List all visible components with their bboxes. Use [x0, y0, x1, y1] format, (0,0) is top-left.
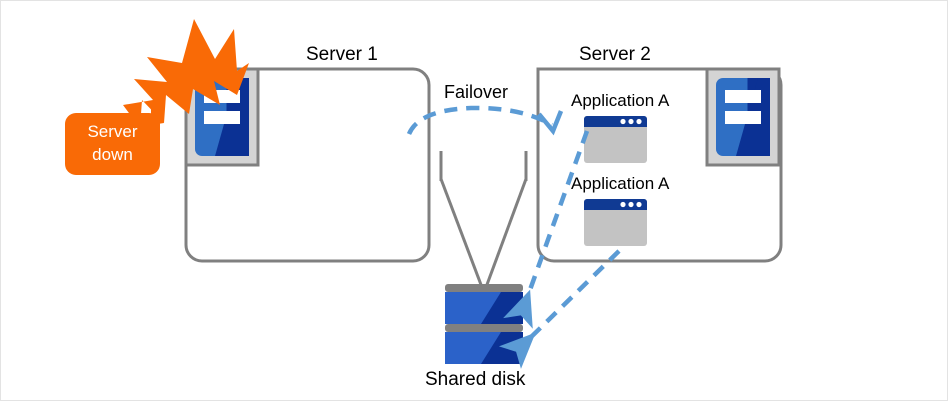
app-window-icon-2: [584, 199, 647, 246]
server2-title: Server 2: [579, 44, 651, 65]
shared-disk-label: Shared disk: [425, 369, 526, 390]
app-label-1: Application A: [571, 91, 670, 110]
server-down-badge: [65, 105, 164, 175]
disk-stack-icon: [445, 284, 523, 364]
burst-icon: [123, 19, 249, 128]
app-window-icon-1: [584, 116, 647, 163]
app1-to-disk-arrow: [503, 130, 590, 329]
storage-connector-lines: [439, 151, 528, 291]
failover-label: Failover: [444, 82, 509, 102]
app-label-2: Application A: [571, 174, 670, 193]
failover-arrow: [406, 105, 564, 136]
server2-rack-icon: [705, 67, 781, 167]
server-down-line1: Server: [87, 122, 138, 141]
server1-title: Server 1: [306, 44, 378, 65]
server-down-line2: down: [92, 145, 133, 164]
